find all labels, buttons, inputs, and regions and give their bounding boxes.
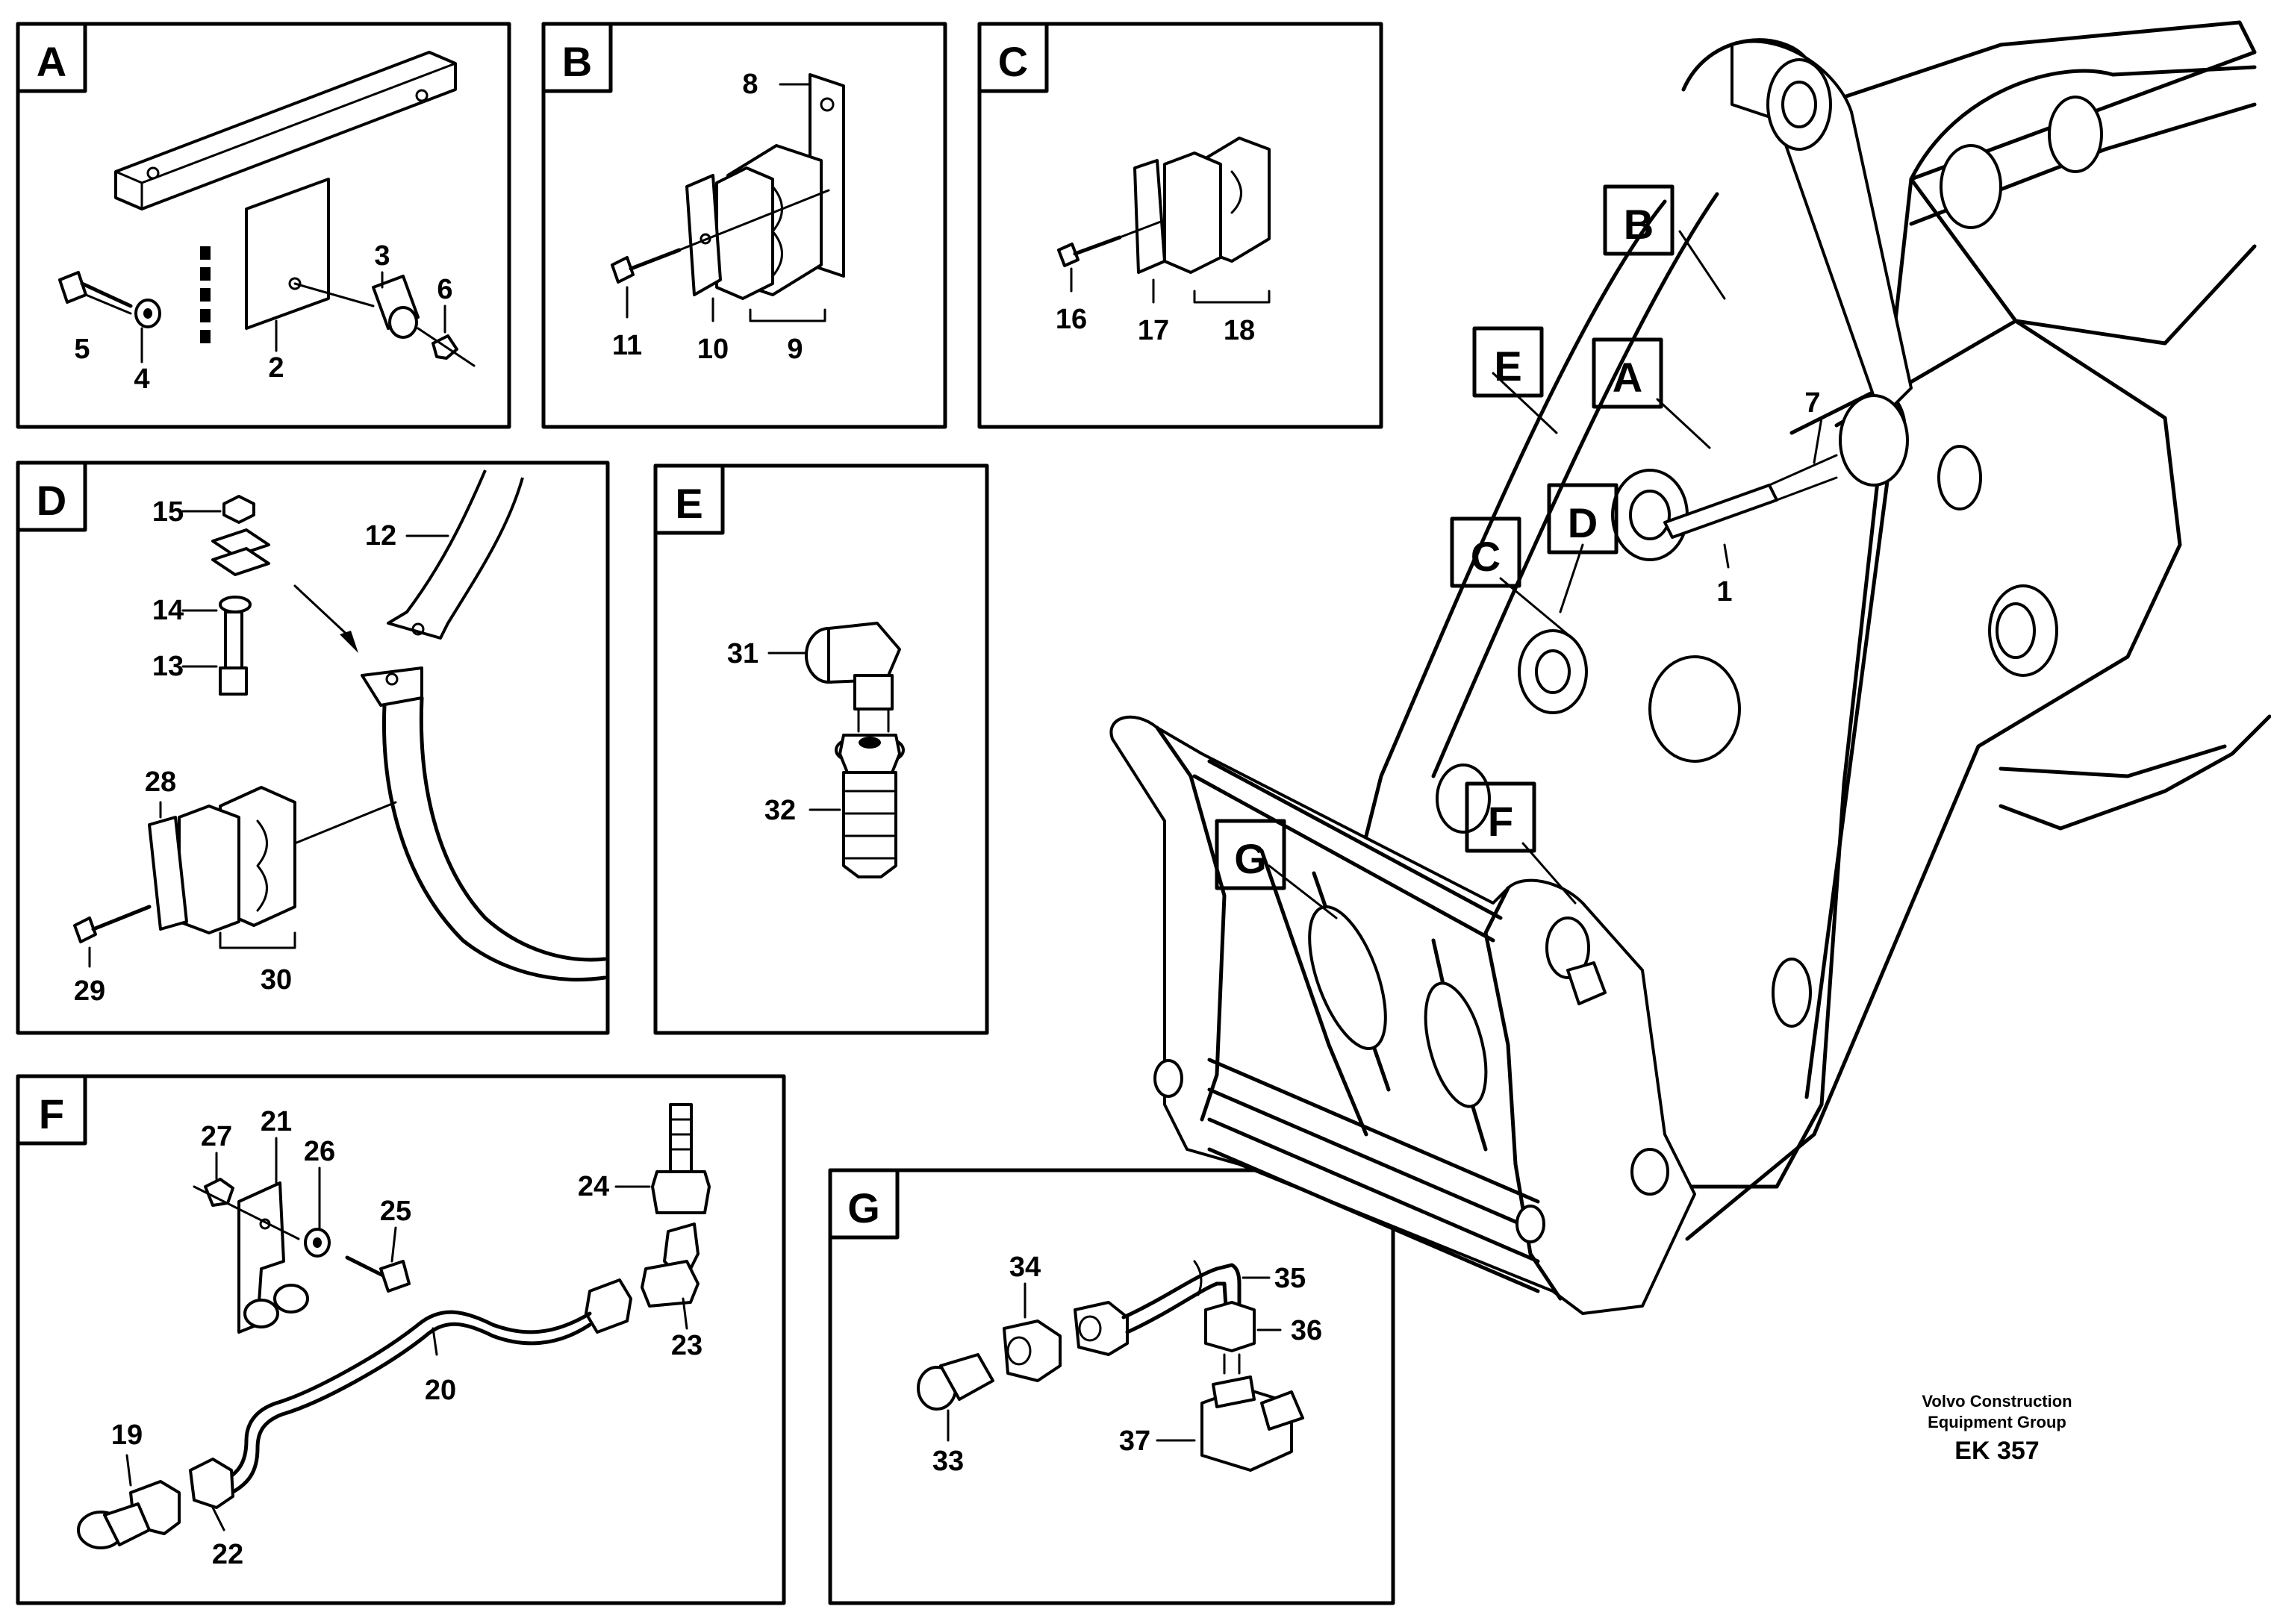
callout-13: 13 xyxy=(152,651,184,682)
credit-line-2: Equipment Group xyxy=(1928,1413,2066,1431)
callout-36: 36 xyxy=(1291,1315,1322,1346)
marker-d: D xyxy=(1547,483,1619,555)
panel-b: B 8 11 10 9 xyxy=(541,22,947,429)
svg-text:F: F xyxy=(1488,798,1513,845)
svg-text:B: B xyxy=(1624,201,1654,248)
callout-24: 24 xyxy=(578,1171,609,1202)
callout-27: 27 xyxy=(201,1121,232,1152)
callout-18: 18 xyxy=(1224,315,1255,346)
panel-c: C 16 17 18 xyxy=(977,22,1383,429)
callout-7: 7 xyxy=(1804,387,1820,419)
credit-code: EK 357 xyxy=(1954,1437,2039,1465)
callout-16: 16 xyxy=(1056,304,1087,335)
callout-32: 32 xyxy=(764,795,796,826)
callout-22: 22 xyxy=(212,1539,243,1570)
svg-text:D: D xyxy=(1568,499,1598,546)
callout-23: 23 xyxy=(671,1330,703,1361)
callout-8: 8 xyxy=(742,69,758,100)
callout-5: 5 xyxy=(74,334,90,365)
callout-26: 26 xyxy=(304,1136,335,1167)
callout-29: 29 xyxy=(74,975,105,1007)
marker-c: C xyxy=(1450,516,1521,588)
callout-4: 4 xyxy=(134,363,149,395)
callout-20: 20 xyxy=(425,1375,456,1406)
credit-block: Volvo Construction Equipment Group EK 35… xyxy=(1922,1392,2072,1465)
panel-a: A 5 4 2 3 6 xyxy=(16,22,511,429)
panel-e-label: E xyxy=(675,480,703,527)
callout-9: 9 xyxy=(787,334,803,365)
panel-c-label: C xyxy=(998,38,1028,85)
callout-33: 33 xyxy=(932,1446,964,1477)
callout-12: 12 xyxy=(365,520,396,552)
svg-text:A: A xyxy=(1613,354,1642,401)
svg-text:C: C xyxy=(1471,533,1501,580)
svg-text:G: G xyxy=(1234,835,1267,882)
callout-28: 28 xyxy=(145,766,176,798)
callout-6: 6 xyxy=(437,274,452,305)
callout-1: 1 xyxy=(1716,576,1732,608)
panel-g-label: G xyxy=(847,1184,880,1231)
callout-2: 2 xyxy=(268,352,284,384)
panel-e: E 31 32 xyxy=(653,463,989,1035)
callout-25: 25 xyxy=(380,1196,411,1227)
panel-d: D 15 14 13 12 xyxy=(16,460,610,1035)
callout-15: 15 xyxy=(152,496,184,528)
marker-b: B xyxy=(1603,184,1675,256)
callout-21: 21 xyxy=(261,1106,292,1137)
marker-e: E xyxy=(1472,326,1544,398)
callout-30: 30 xyxy=(261,964,292,996)
panel-g: G 35 36 37 34 33 xyxy=(828,1168,1395,1605)
callout-34: 34 xyxy=(1009,1252,1041,1283)
callout-10: 10 xyxy=(697,334,729,365)
machine-overview: B E A C D F G 7 1 xyxy=(1109,20,2271,1315)
panel-a-label: A xyxy=(37,38,66,85)
callout-17: 17 xyxy=(1138,315,1169,346)
callout-14: 14 xyxy=(152,595,184,626)
callout-35: 35 xyxy=(1274,1263,1306,1294)
svg-text:E: E xyxy=(1494,343,1521,390)
panel-b-label: B xyxy=(562,38,592,85)
callout-3: 3 xyxy=(374,240,390,272)
marker-a: A xyxy=(1592,337,1663,409)
callout-19: 19 xyxy=(111,1420,143,1451)
callout-11: 11 xyxy=(612,330,642,361)
panel-f-label: F xyxy=(39,1090,64,1137)
marker-g: G xyxy=(1215,819,1286,890)
credit-line-1: Volvo Construction xyxy=(1922,1392,2072,1411)
panel-f: F 27 21 26 25 24 23 xyxy=(16,1074,786,1605)
callout-37: 37 xyxy=(1119,1425,1150,1457)
panel-d-label: D xyxy=(37,477,66,524)
callout-31: 31 xyxy=(727,638,758,669)
marker-f: F xyxy=(1465,781,1536,853)
